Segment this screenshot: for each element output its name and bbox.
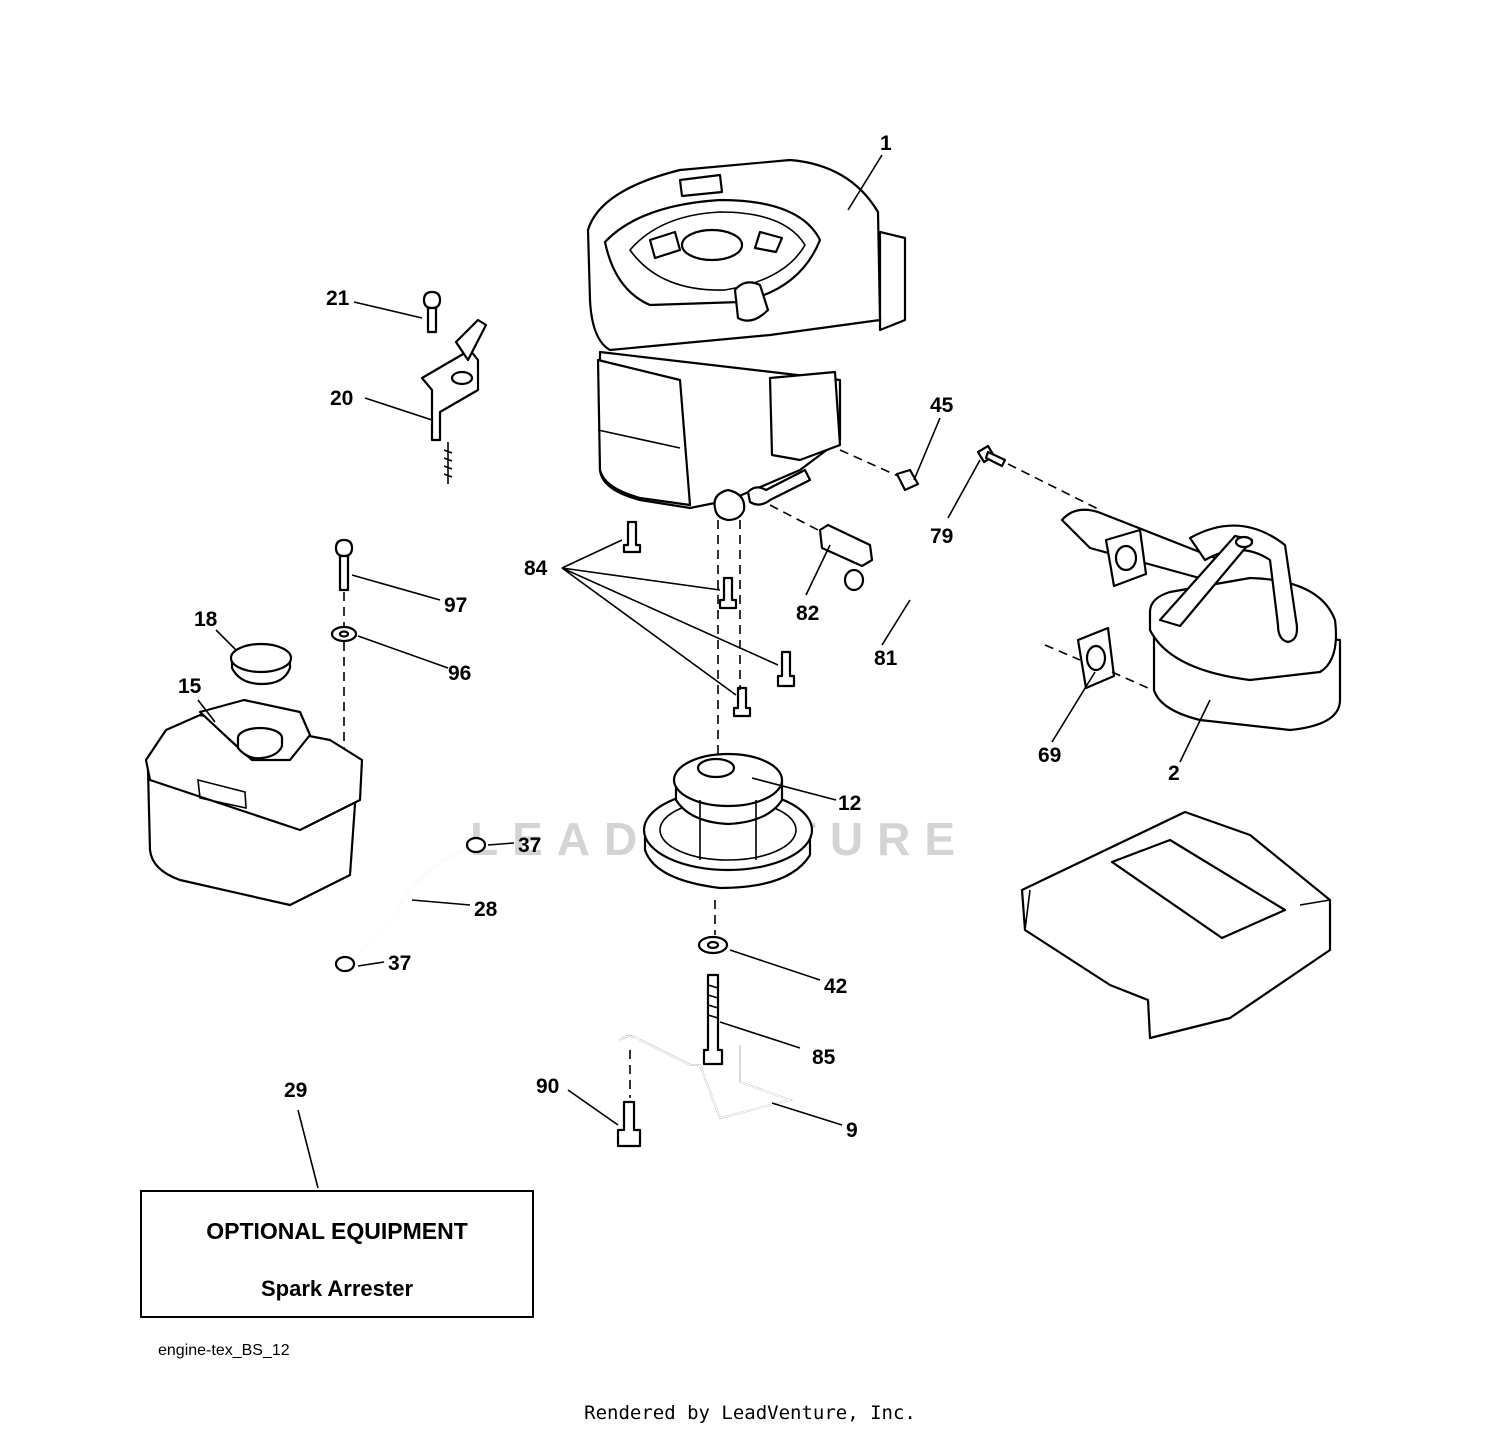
optional-equipment-box: OPTIONAL EQUIPMENT Spark Arrester — [140, 1190, 534, 1318]
callout-1[interactable]: 1 — [880, 132, 892, 155]
callout-82[interactable]: 82 — [796, 602, 819, 625]
engine-part-1[interactable] — [586, 158, 907, 522]
bolt-45[interactable] — [895, 468, 920, 492]
callout-84[interactable]: 84 — [524, 557, 548, 580]
callout-20[interactable]: 20 — [330, 387, 353, 410]
throttle-control-part-20[interactable] — [420, 318, 488, 484]
clamp-37-lower[interactable] — [334, 955, 356, 973]
render-credit: Rendered by LeadVenture, Inc. — [584, 1402, 916, 1424]
optional-equipment-title: OPTIONAL EQUIPMENT — [206, 1218, 468, 1244]
callout-28[interactable]: 28 — [474, 898, 498, 921]
washer-96[interactable] — [330, 625, 358, 643]
spark-arrester-label[interactable]: Spark Arrester — [260, 1276, 414, 1301]
callout-81[interactable]: 81 — [874, 647, 898, 670]
bolt-97[interactable] — [334, 538, 354, 592]
fitting-82[interactable] — [818, 523, 874, 592]
bolt-85[interactable] — [702, 973, 724, 1066]
callout-90[interactable]: 90 — [536, 1075, 559, 1098]
bolt-84b[interactable] — [718, 576, 738, 610]
callout-12[interactable]: 12 — [838, 792, 861, 815]
callout-42[interactable]: 42 — [824, 975, 847, 998]
callout-37-lower[interactable]: 37 — [388, 952, 411, 975]
callout-96[interactable]: 96 — [448, 662, 471, 685]
diagram-code: engine-tex_BS_12 — [158, 1342, 290, 1359]
bracket-9[interactable] — [619, 1035, 793, 1119]
callout-18[interactable]: 18 — [194, 608, 218, 631]
callout-15[interactable]: 15 — [178, 675, 202, 698]
washer-42[interactable] — [697, 935, 729, 955]
hose-81[interactable] — [878, 565, 978, 685]
engine-mount-plate[interactable] — [1020, 810, 1332, 1040]
callout-79[interactable]: 79 — [930, 525, 953, 548]
bolt-90[interactable] — [616, 1100, 642, 1148]
fuel-tank-15[interactable] — [144, 698, 364, 907]
gasket-upper[interactable] — [1104, 528, 1148, 588]
screw-21[interactable] — [422, 290, 442, 334]
fuel-line-28[interactable] — [359, 847, 471, 951]
callout-85[interactable]: 85 — [812, 1046, 836, 1069]
bolt-84d[interactable] — [732, 686, 752, 718]
bolt-79[interactable] — [976, 444, 1007, 468]
callout-21[interactable]: 21 — [326, 287, 350, 310]
callout-97[interactable]: 97 — [444, 594, 467, 617]
callout-45[interactable]: 45 — [930, 394, 954, 417]
bolt-84a[interactable] — [622, 520, 642, 554]
muffler-2[interactable] — [1060, 508, 1342, 732]
clamp-37-upper[interactable] — [465, 836, 487, 854]
callout-9[interactable]: 9 — [846, 1119, 858, 1142]
bolt-84c[interactable] — [776, 650, 796, 688]
callout-2[interactable]: 2 — [1168, 762, 1180, 785]
gasket-69[interactable] — [1076, 626, 1116, 690]
leader-lines — [197, 154, 1211, 1189]
callouts: 1 2 9 12 15 18 20 21 28 29 37 37 42 45 6… — [178, 132, 1180, 1142]
pulley-12[interactable] — [642, 752, 814, 890]
callout-69[interactable]: 69 — [1038, 744, 1061, 767]
callout-37-upper[interactable]: 37 — [518, 834, 541, 857]
callout-29[interactable]: 29 — [284, 1079, 307, 1102]
fuel-cap-18[interactable] — [229, 642, 293, 686]
